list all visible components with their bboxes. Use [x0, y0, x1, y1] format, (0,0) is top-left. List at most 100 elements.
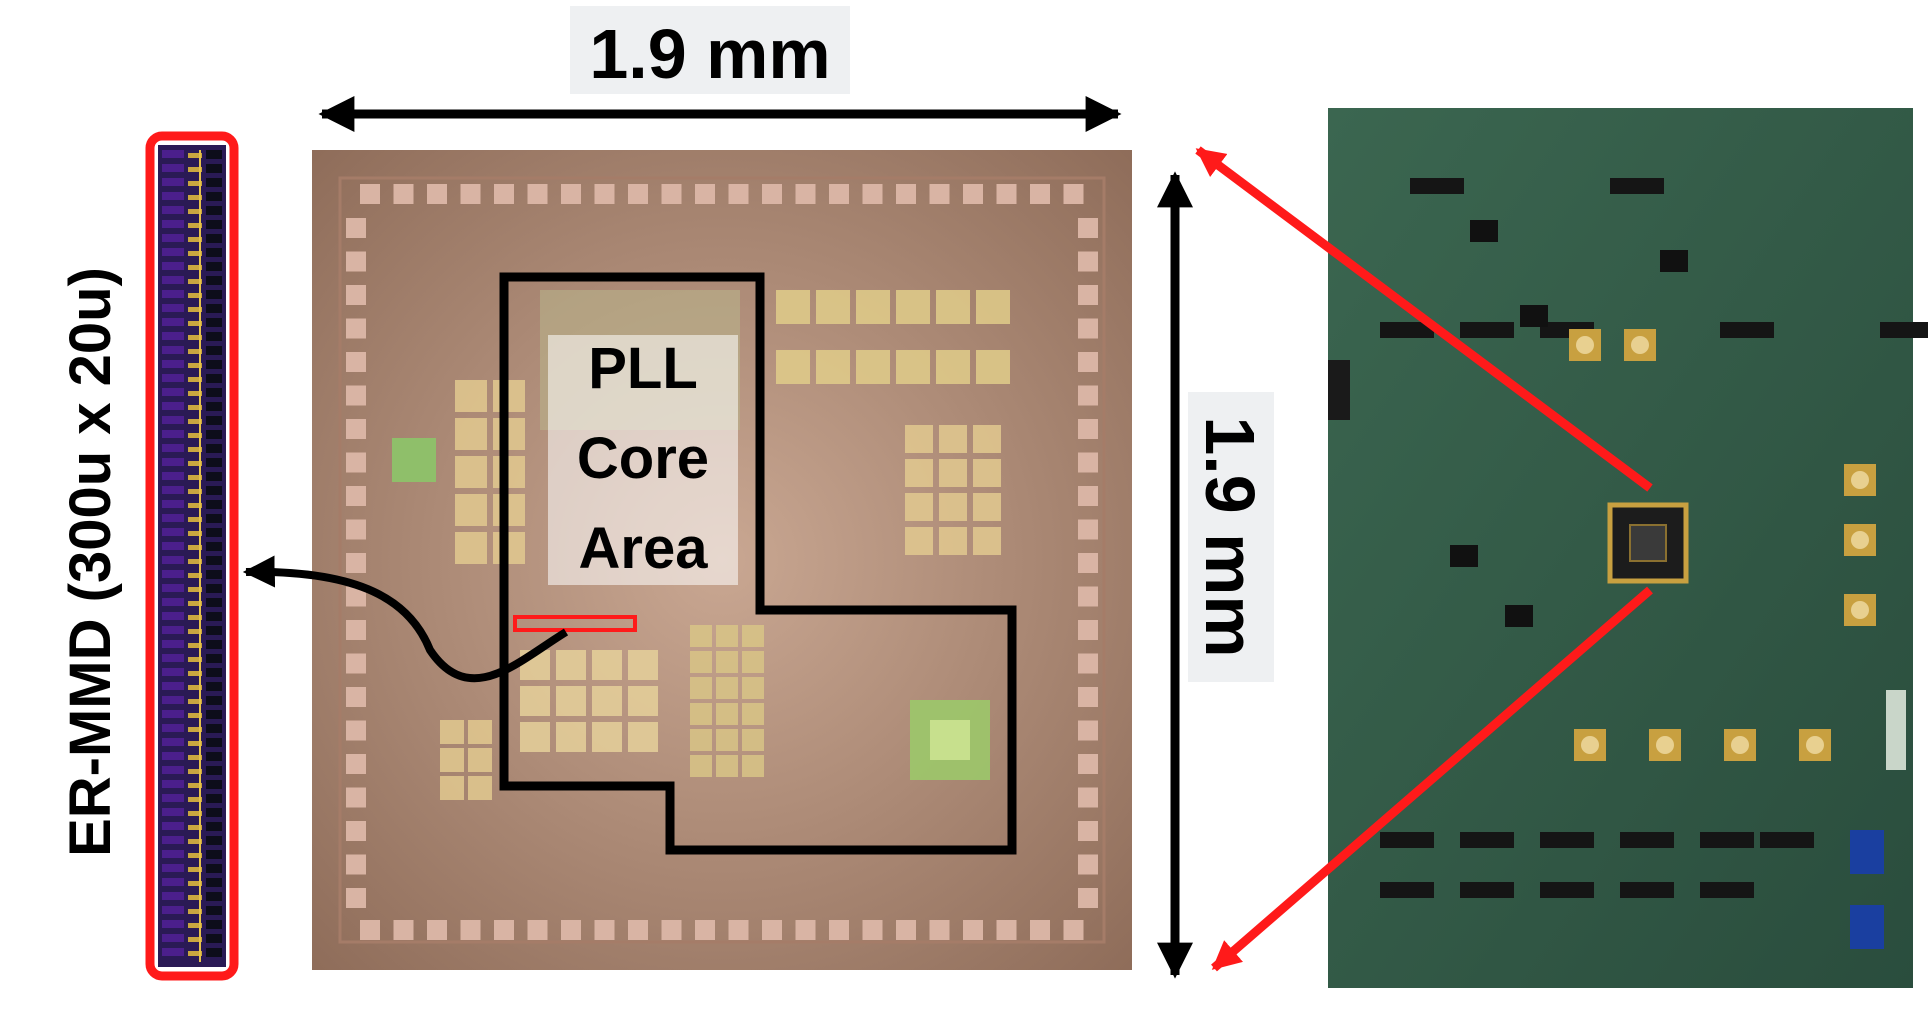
bond-pad [1078, 620, 1098, 640]
cap-array-cell [905, 493, 933, 521]
mmd-cell [206, 332, 222, 341]
bond-pad [896, 184, 916, 204]
cap-array-cell [939, 493, 967, 521]
cap-array-cell [742, 651, 764, 673]
bond-pad [561, 184, 581, 204]
cap-array-cell [493, 418, 525, 450]
bond-pad [346, 285, 366, 305]
cap-array-cell [776, 290, 810, 324]
cap-array-cell [455, 380, 487, 412]
bond-pad [661, 920, 682, 940]
core-label-line3: Area [579, 516, 709, 581]
bond-pad [346, 888, 366, 908]
bond-pad [346, 486, 366, 506]
pll-core-outline [499, 272, 1017, 855]
mmd-cell [162, 906, 184, 914]
mmd-cell [206, 388, 222, 397]
mmd-cell [162, 822, 184, 830]
bond-pad [594, 184, 615, 204]
mmd-cell [188, 363, 202, 368]
mmd-cell [162, 640, 184, 648]
mmd-cell [188, 153, 202, 158]
cap-array-cell [556, 722, 586, 752]
cap-array-cell [856, 290, 890, 324]
ic-chip [1505, 605, 1533, 627]
core-label-line1: PLL [588, 336, 698, 401]
mmd-cell [188, 391, 202, 396]
bond-pad [346, 352, 366, 372]
cap-array-cell [592, 650, 622, 680]
mmd-cell [188, 475, 202, 480]
side-dimension-label: 1.9 mm [1191, 416, 1269, 657]
bond-pad [628, 920, 648, 940]
cap-array-cell [742, 703, 764, 725]
top-dimension-backdrop [570, 6, 850, 94]
mmd-cell [162, 430, 184, 438]
mmd-cell [162, 752, 184, 760]
bond-pad [929, 920, 950, 940]
mmd-cell [206, 458, 222, 467]
mmd-cell [188, 377, 202, 382]
cap-array-cell [690, 625, 712, 647]
cap-array-cell [896, 290, 930, 324]
potentiometer [1850, 905, 1884, 949]
bond-pad [393, 184, 414, 204]
cap-array-cell [973, 459, 1001, 487]
cap-array-cell [520, 722, 550, 752]
mmd-cell [206, 542, 222, 551]
cap-array-cell [973, 425, 1001, 453]
mmd-cell [188, 335, 202, 340]
mmd-cell [188, 895, 202, 900]
sma-connector-core [1576, 336, 1594, 354]
mmd-cell [162, 682, 184, 690]
cap-array-cell [690, 703, 712, 725]
bond-pad [1078, 687, 1098, 707]
mmd-cell [188, 685, 202, 690]
bond-pad [346, 687, 366, 707]
ic-chip [1520, 305, 1548, 327]
sma-connector-core [1851, 601, 1869, 619]
bond-pad [346, 821, 366, 841]
mmd-cell [188, 923, 202, 928]
cap-array-cell [742, 755, 764, 777]
zoom-line-bottom [1211, 586, 1653, 972]
mmd-cell [188, 181, 202, 186]
cap-array-cell [742, 625, 764, 647]
bond-pad [1078, 888, 1098, 908]
bond-pad [963, 184, 983, 204]
mmd-cell [162, 892, 184, 900]
cap-array-cell [493, 456, 525, 488]
mmd-cell [162, 472, 184, 480]
mmd-cell [188, 909, 202, 914]
cap-array-cell [716, 729, 738, 751]
cap-array-cell [716, 625, 738, 647]
bond-pad [1078, 854, 1098, 875]
pin-header [1540, 832, 1594, 848]
bond-pad [1078, 452, 1098, 473]
bond-pad [1078, 352, 1098, 372]
cap-array-cell [816, 290, 850, 324]
bond-pad [594, 920, 615, 940]
mmd-cell [162, 374, 184, 382]
mmd-cell [206, 892, 222, 901]
mmd-cell [162, 318, 184, 326]
mmd-cell [188, 349, 202, 354]
mmd-cell [206, 612, 222, 621]
pin-header [1460, 832, 1514, 848]
mmd-cell [188, 433, 202, 438]
mmd-cell [188, 769, 202, 774]
test-pcb [1328, 108, 1928, 988]
bond-pad [862, 920, 883, 940]
vco-inductor-center [930, 720, 970, 760]
mmd-cell [188, 545, 202, 550]
side-header [1886, 690, 1906, 770]
mmd-cell [188, 713, 202, 718]
bond-pad [346, 854, 366, 875]
bond-pad [346, 653, 366, 674]
mmd-cell [206, 864, 222, 873]
bond-pad [996, 184, 1017, 204]
mmd-cell [162, 234, 184, 242]
mmd-cell [162, 668, 184, 676]
mmd-cell [188, 405, 202, 410]
